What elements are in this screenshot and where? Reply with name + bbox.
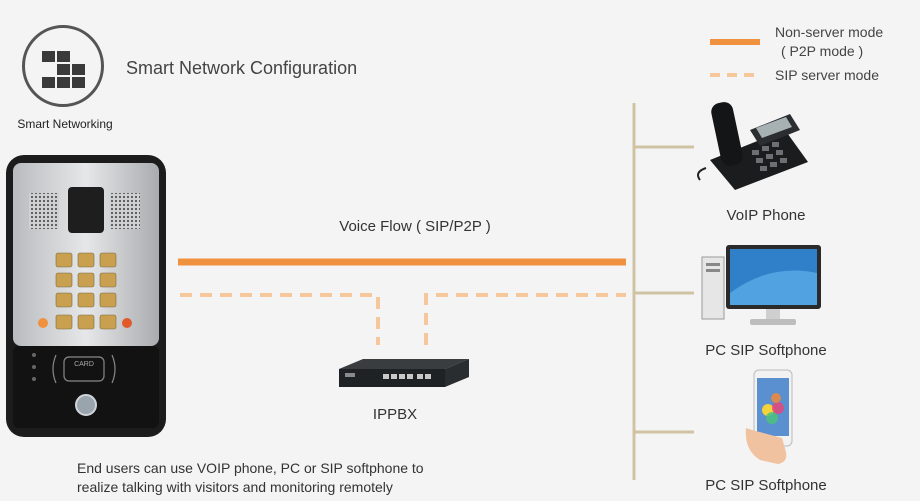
- sip-dashed-line-left: [180, 293, 380, 345]
- page-title: Smart Network Configuration: [126, 58, 358, 78]
- smart-networking-grid-icon: [42, 51, 85, 88]
- logo-caption: Smart Networking: [17, 117, 113, 131]
- device-label-pc: PC SIP Softphone: [705, 342, 827, 359]
- legend-solid-sublabel: ( P2P mode ): [781, 43, 864, 59]
- device-label-mobile: PC SIP Softphone: [705, 477, 827, 494]
- ippbx-label: IPPBX: [372, 406, 418, 423]
- smartphone-icon: [745, 369, 793, 464]
- legend-solid-label: Non-server mode: [775, 24, 884, 40]
- card-reader-text: CARD: [74, 361, 94, 368]
- description-text: End users can use VOIP phone, PC or SIP …: [77, 459, 537, 497]
- legend-swatches: [710, 39, 760, 77]
- device-label-voip: VoIP Phone: [726, 207, 806, 224]
- legend-dashed-label: SIP server mode: [775, 67, 880, 83]
- ippbx-router-icon: [339, 359, 469, 387]
- voice-flow-label: Voice Flow ( SIP/P2P ): [339, 218, 491, 235]
- sip-dashed-line-right: [424, 293, 626, 345]
- door-intercom-icon: [6, 155, 166, 437]
- voip-phone-icon: [697, 102, 808, 190]
- desktop-pc-icon: [701, 245, 821, 325]
- smart-networking-logo: [22, 25, 104, 107]
- description-line-2: realize talking with visitors and monito…: [77, 479, 393, 495]
- description-line-1: End users can use VOIP phone, PC or SIP …: [77, 460, 424, 476]
